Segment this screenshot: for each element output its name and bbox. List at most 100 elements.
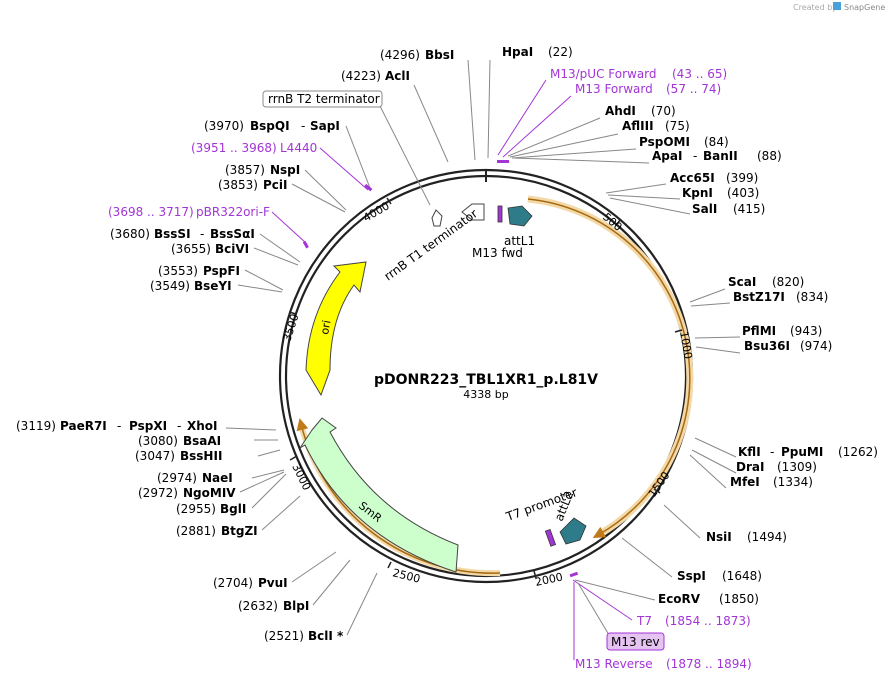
tick-2500: [387, 561, 392, 569]
bspqi-label[interactable]: BspQI: [250, 119, 290, 133]
leader-bseyi: [237, 284, 283, 293]
rrnb-t2-label: rrnB T2 terminator: [268, 92, 380, 106]
smr-arrow: [299, 417, 459, 573]
bstz17i-pos: (834): [796, 290, 828, 304]
pvui-label[interactable]: PvuI: [258, 576, 288, 590]
bsshii-label[interactable]: BssHII: [180, 449, 222, 463]
pbr322-label[interactable]: pBR322ori-F: [196, 205, 270, 219]
leader-bstz17i: [690, 302, 731, 307]
mfei-label[interactable]: MfeI: [730, 475, 760, 489]
bsu36i-label[interactable]: Bsu36I: [744, 339, 790, 353]
bsssai-label[interactable]: BssSαI: [210, 227, 255, 241]
m13forward-label[interactable]: M13 Forward: [575, 82, 653, 96]
naei-label[interactable]: NaeI: [202, 471, 233, 485]
banii-label[interactable]: BanII: [703, 149, 738, 163]
bcivi-pos: (3655): [171, 242, 211, 256]
kpni-label[interactable]: KpnI: [682, 186, 713, 200]
ppumi-label[interactable]: PpuMI: [781, 445, 823, 459]
leader-nspi: [304, 169, 347, 211]
ahdi-label[interactable]: AhdI: [605, 104, 636, 118]
hpai-label[interactable]: HpaI: [502, 45, 533, 59]
leader-naei: [251, 469, 285, 479]
acli-label[interactable]: AclI: [385, 69, 410, 83]
kpni-pos: (403): [727, 186, 759, 200]
attl1-label: attL1: [504, 234, 535, 248]
tick-500: [615, 218, 622, 226]
leader-btgzi: [261, 495, 301, 531]
t7-primer-mark: [544, 528, 557, 547]
apai-label[interactable]: ApaI: [652, 149, 682, 163]
leader-pvui: [291, 551, 337, 583]
m13puc-label[interactable]: M13/pUC Forward: [550, 67, 657, 81]
l4440-pos: (3951 .. 3968): [191, 141, 277, 155]
drai-label[interactable]: DraI: [736, 460, 764, 474]
l4440-label[interactable]: L4440: [280, 141, 317, 155]
ecorv-label[interactable]: EcoRV: [658, 592, 701, 606]
bsssi-label[interactable]: BssSI: [154, 227, 191, 241]
nsii-pos: (1494): [747, 530, 787, 544]
leader-m13rev: [577, 582, 613, 641]
attl1-arrow: [507, 205, 533, 227]
nspi-label[interactable]: NspI: [270, 163, 300, 177]
sspi-pos: (1648): [722, 569, 762, 583]
leader-scai: [689, 288, 726, 303]
pspomi-label[interactable]: PspOMI: [639, 135, 690, 149]
bcivi-label[interactable]: BciVI: [215, 242, 249, 256]
rrnb-t1-label: rrnB T1 terminator: [382, 206, 481, 283]
acc65i-label[interactable]: Acc65I: [670, 171, 715, 185]
m13puc-pos: (43 .. 65): [672, 67, 727, 81]
paer7i-label[interactable]: PaeR7I: [60, 419, 107, 433]
rrnb-t2-box[interactable]: [262, 90, 383, 108]
sali-label[interactable]: SalI: [692, 202, 717, 216]
ahdi-pos: (70): [651, 104, 676, 118]
pflmi-label[interactable]: PflMI: [742, 324, 776, 338]
bsaai-label[interactable]: BsaAI: [183, 434, 221, 448]
sapi-label[interactable]: SapI: [310, 119, 340, 133]
leader-kfli: [694, 437, 737, 458]
kfli-sep: -: [770, 445, 774, 459]
nsii-label[interactable]: NsiI: [706, 530, 732, 544]
bspqi-pos: (3970): [204, 119, 244, 133]
bstz17i-label[interactable]: BstZ17I: [733, 290, 785, 304]
tick-3500: [288, 311, 297, 315]
ecorv-pos: (1850): [719, 592, 759, 606]
btgzi-label[interactable]: BtgZI: [221, 524, 258, 538]
apai-pos: (88): [757, 149, 782, 163]
sspi-label[interactable]: SspI: [677, 569, 706, 583]
bbsi-label[interactable]: BbsI: [425, 48, 454, 62]
ngomiv-pos: (2972): [138, 486, 178, 500]
pspfi-label[interactable]: PspFI: [203, 264, 240, 278]
leader-lines: [225, 59, 741, 660]
pspxi-label[interactable]: PspXI: [129, 419, 167, 433]
scai-pos: (820): [772, 275, 804, 289]
blpi-label[interactable]: BlpI: [283, 599, 309, 613]
bseyi-label[interactable]: BseYI: [194, 279, 232, 293]
plasmid-name: pDONR223_TBL1XR1_p.L81V: [374, 372, 598, 388]
rrnb-t2-arrow: [431, 209, 443, 227]
bcli-label[interactable]: BclI *: [308, 629, 344, 643]
leader-bspqi: [345, 125, 371, 189]
plasmid-size: 4338 bp: [463, 388, 508, 401]
leader-pspfi: [244, 269, 284, 291]
afliii-label[interactable]: AflIII: [622, 119, 654, 133]
xhoi-label[interactable]: XhoI: [187, 419, 218, 433]
m13rev-label: M13 rev: [611, 635, 660, 649]
m13rev-box[interactable]: [606, 632, 665, 651]
leader-pbr322: [271, 211, 308, 245]
ngomiv-label[interactable]: NgoMIV: [183, 486, 236, 500]
bgli-label[interactable]: BglI: [220, 502, 246, 516]
bcli-pos: (2521): [264, 629, 304, 643]
m13reverse-pos: (1878 .. 1894): [666, 657, 752, 671]
m13reverse-label[interactable]: M13 Reverse: [575, 657, 653, 671]
drai-pos: (1309): [777, 460, 817, 474]
pcii-label[interactable]: PciI: [263, 178, 288, 192]
kfli-label[interactable]: KflI: [738, 445, 761, 459]
t7-label[interactable]: T7: [636, 614, 652, 628]
acc65i-pos: (399): [726, 171, 758, 185]
leader-afliii: [509, 133, 619, 158]
snapgene-logo-icon: [833, 2, 841, 10]
leader-t7: [572, 579, 633, 621]
scai-label[interactable]: ScaI: [728, 275, 756, 289]
paer7i-sep: -: [117, 419, 121, 433]
leader-pspomi: [511, 148, 637, 159]
